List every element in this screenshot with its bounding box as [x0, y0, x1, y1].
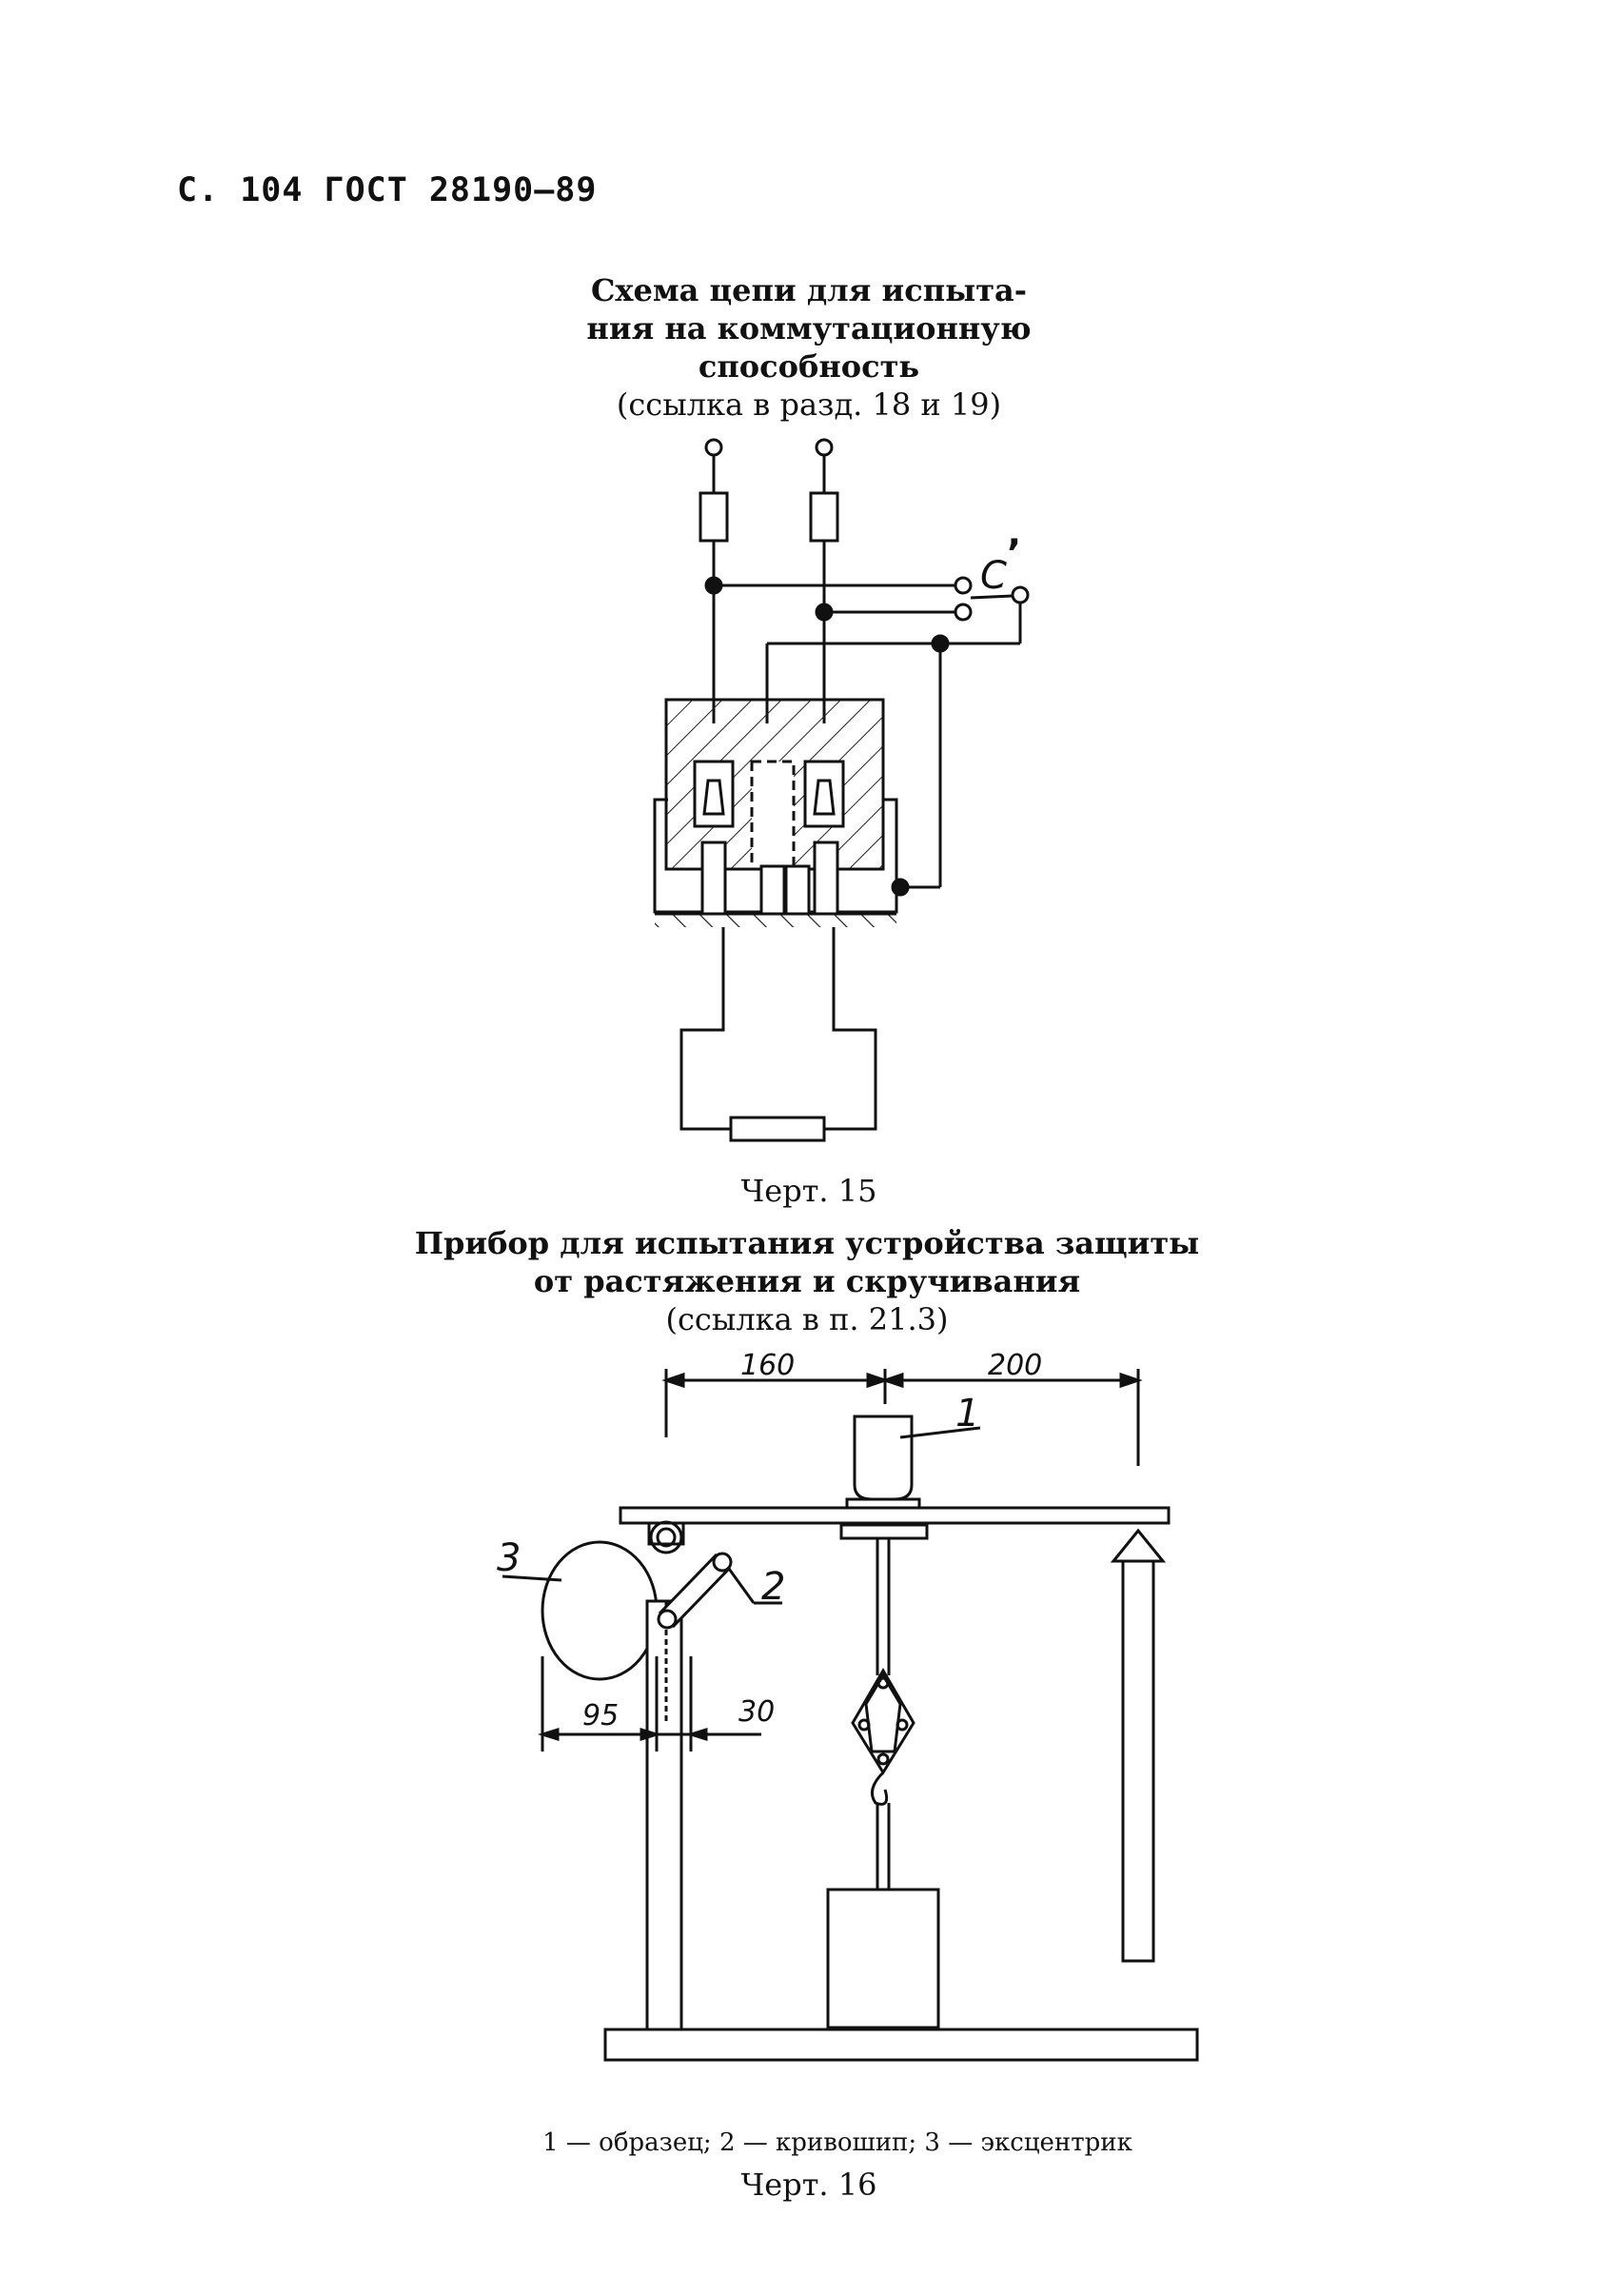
dim-95: 95	[582, 1699, 619, 1732]
svg-text:’: ’	[1007, 532, 1021, 576]
callout-2: 2	[761, 1565, 785, 1609]
dim-160: 160	[740, 1349, 795, 1382]
fig15-reference: (ссылка в разд. 18 и 19)	[616, 386, 1002, 423]
switch-contact-2	[954, 603, 973, 622]
dim-30: 30	[738, 1695, 775, 1729]
fuse-right	[809, 491, 839, 543]
eccentric	[541, 1540, 659, 1681]
fig16-caption: Черт. 16	[740, 2167, 877, 2203]
fig15-title-line-2: ния на коммутационную	[586, 310, 1032, 346]
fig16-title-line-2: от растяжения и скручивания	[533, 1263, 1081, 1299]
fig15-title-line-1: Схема цепи для испыта-	[590, 272, 1028, 308]
callout-3: 3	[497, 1536, 521, 1580]
fig15-caption: Черт. 15	[740, 1173, 877, 1209]
dim-200: 200	[988, 1349, 1042, 1382]
ground-plate	[655, 914, 896, 927]
switch-contact-1	[954, 576, 973, 595]
fig15-title-line-3: способность	[698, 348, 920, 385]
callout-1: 1	[955, 1392, 979, 1435]
switch-label: С	[980, 554, 1007, 598]
fig15-title: Схема цепи для испыта- ния на коммутацио…	[381, 271, 1237, 424]
fuse-left	[699, 491, 729, 543]
fig15-circuit-diagram: С ’	[653, 438, 1030, 1142]
base-plate	[603, 2028, 1199, 2062]
specimen	[853, 1415, 914, 1501]
fig16-reference: (ссылка в п. 21.3)	[665, 1301, 949, 1337]
load-resistor	[729, 1116, 826, 1142]
fig16-legend: 1 — образец; 2 — кривошип; 3 — эксцентри…	[542, 2128, 1132, 2157]
page-header: С. 104 ГОСТ 28190—89	[177, 171, 598, 209]
fig16-title: Прибор для испытания устройства защиты о…	[331, 1224, 1283, 1338]
fig16-title-line-1: Прибор для испытания устройства защиты	[414, 1225, 1200, 1261]
lever-arm	[619, 1506, 1171, 1525]
pivot-support	[1110, 1528, 1167, 1563]
weight	[826, 1888, 940, 2029]
